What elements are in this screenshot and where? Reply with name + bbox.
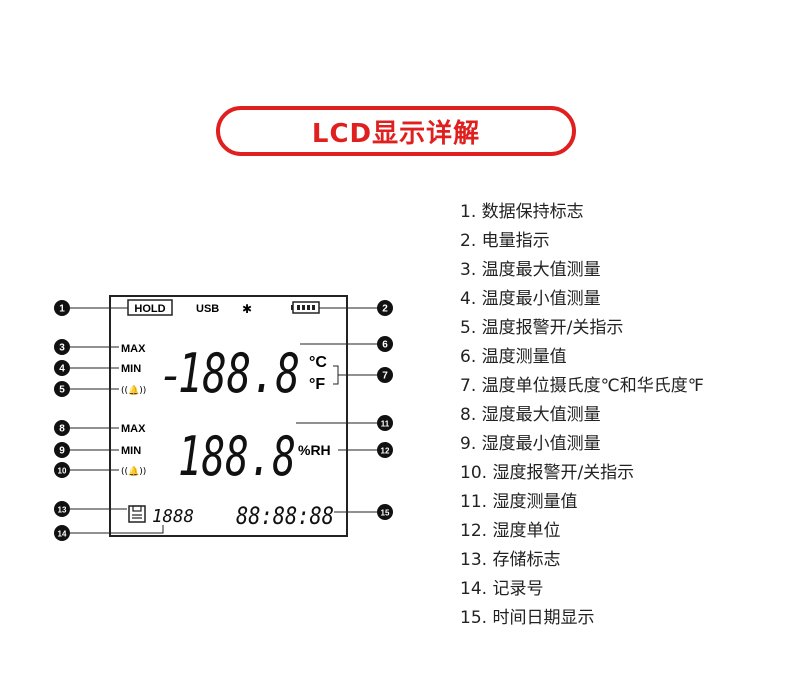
usb-label: USB [196,303,219,315]
legend-item: 11. 湿度测量值 [460,492,578,512]
callout-11: 11 [377,415,393,431]
callout-15: 15 [377,504,393,520]
callout-10: 10 [54,462,70,478]
hum-digits: 188.8 [178,425,296,488]
callout-4: 4 [54,360,70,376]
callout-7: 7 [377,367,393,383]
callout-number: 1 [59,304,65,315]
callout-number: 2 [382,304,388,315]
title-banner: LCD显示详解 [216,106,576,156]
temp-alarm-icon: ((🔔)) [121,385,146,396]
callout-number: 9 [59,446,65,457]
callout-13: 13 [54,501,70,517]
callout-number: 13 [58,506,67,515]
callout-number: 6 [382,340,388,351]
legend-item: 8. 湿度最大值测量 [460,405,601,425]
legend-item: 4. 温度最小值测量 [460,289,601,309]
callout-3: 3 [54,339,70,355]
callout-5: 5 [54,381,70,397]
callout-12: 12 [377,442,393,458]
callout-1: 1 [54,300,70,316]
temp-digits: 188.8 [178,342,300,405]
legend-item: 9. 湿度最小值测量 [460,434,601,454]
leader-lines [70,307,377,534]
callout-2: 2 [377,300,393,316]
callout-6: 6 [377,336,393,352]
hold-label: HOLD [134,303,165,315]
legend-item: 10. 湿度报警开/关指示 [460,463,635,483]
save-icon [128,505,146,523]
callout-number: 12 [381,447,390,456]
lcd-frame [109,295,348,537]
callout-number: 8 [59,424,65,435]
legend-item: 12. 湿度单位 [460,521,561,541]
legend-item: 5. 温度报警开/关指示 [460,318,624,338]
callout-number: 4 [59,364,65,375]
legend-list: 1. 数据保持标志 2. 电量指示 3. 温度最大值测量 4. 温度最小值测量 5. 温… [460,198,704,633]
legend-item: 6. 温度测量值 [460,347,567,367]
temp-minus-sign: - [158,350,185,401]
legend-item: 7. 温度单位摄氏度℃和华氏度℉ [460,376,704,396]
callout-number: 15 [381,509,390,518]
unit-rh: %RH [298,442,331,458]
unit-celsius: °C [309,354,327,371]
legend-item: 3. 温度最大值测量 [460,260,601,280]
time-digits: 88:88:88 [236,502,334,530]
callout-number: 11 [381,420,390,429]
legend-item: 2. 电量指示 [460,231,550,251]
callout-14: 14 [54,525,70,541]
hum-alarm-icon: ((🔔)) [121,466,146,477]
record-digits: 1888 [152,506,194,527]
legend-item: 15. 时间日期显示 [460,608,595,628]
hum-max-label: MAX [121,423,146,435]
hum-min-label: MIN [121,445,141,457]
temp-min-label: MIN [121,363,141,375]
legend-item: 1. 数据保持标志 [460,202,584,222]
callout-8: 8 [54,420,70,436]
unit-fahrenheit: °F [309,376,325,393]
callout-number: 7 [382,371,388,382]
legend-item: 13. 存储标志 [460,550,561,570]
bluetooth-icon: ✱ [242,302,252,316]
callout-number: 3 [59,343,65,354]
legend-item: 14. 记录号 [460,579,544,599]
callout-9: 9 [54,442,70,458]
callout-number: 10 [58,467,67,476]
callout-number: 14 [58,530,67,539]
callout-number: 5 [59,385,65,396]
page-title: LCD显示详解 [311,118,481,149]
temp-max-label: MAX [121,343,146,355]
